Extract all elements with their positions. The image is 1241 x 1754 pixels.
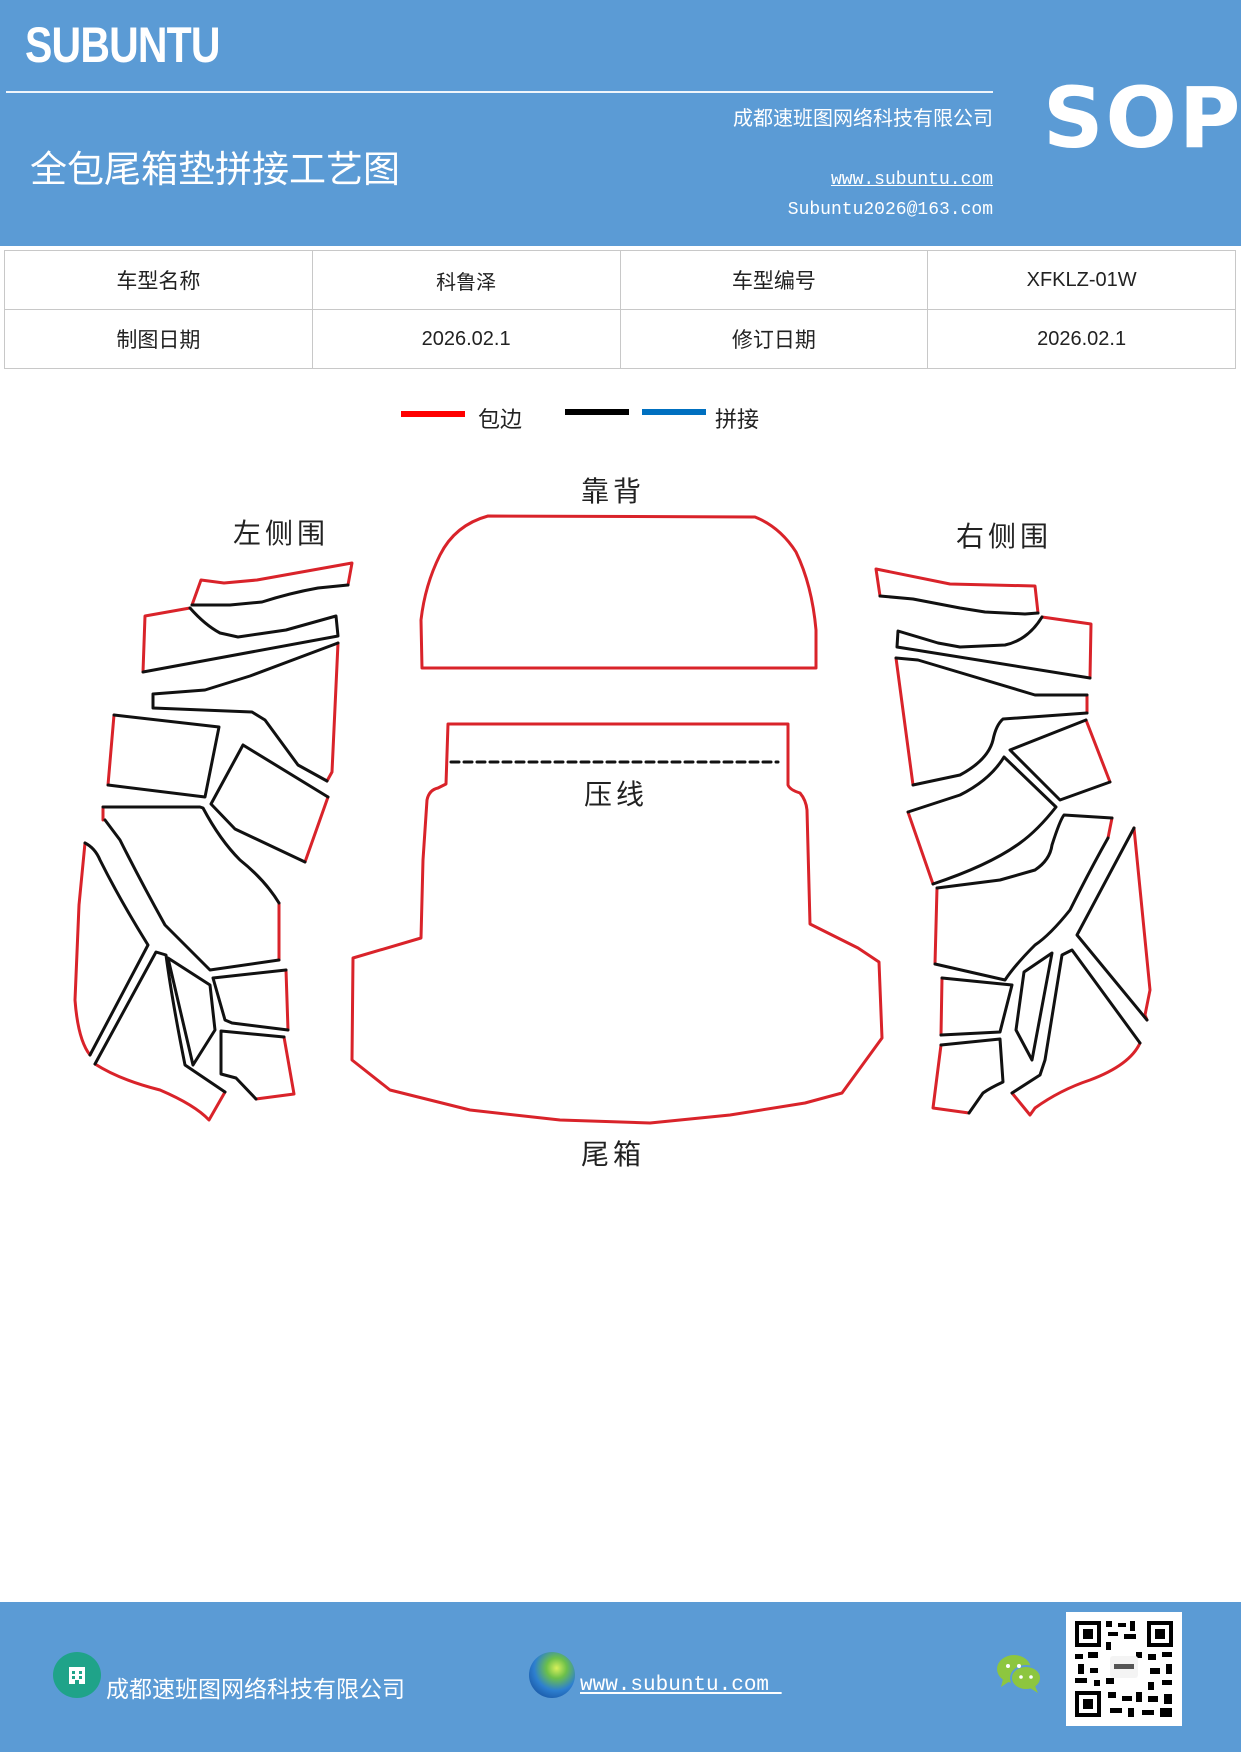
line-legend: 包边 拼接 bbox=[0, 400, 1241, 440]
header-divider bbox=[6, 91, 993, 93]
legend-label-splice: 拼接 bbox=[715, 408, 760, 433]
brand-logo: SUBUNTU bbox=[25, 17, 221, 73]
legend-black-line bbox=[565, 409, 629, 415]
draw-date-value: 2026.02.1 bbox=[311, 309, 621, 369]
table-row: 制图日期 2026.02.1 修订日期 2026.02.1 bbox=[4, 309, 1236, 369]
pattern-diagram: 左侧围 靠背 右侧围 压线 尾箱 bbox=[0, 440, 1241, 1180]
revision-date-value: 2026.02.1 bbox=[927, 309, 1236, 369]
backrest-piece bbox=[419, 514, 818, 670]
left-side-pieces bbox=[73, 561, 354, 1122]
building-icon bbox=[53, 1652, 101, 1698]
model-code-value: XFKLZ-01W bbox=[927, 250, 1236, 310]
page-title: 全包尾箱垫拼接工艺图 bbox=[30, 148, 400, 191]
qr-code bbox=[1066, 1612, 1182, 1726]
email-address: Subuntu2026@163.com bbox=[787, 200, 993, 220]
legend-label-binding: 包边 bbox=[478, 408, 523, 433]
company-name: 成都速班图网络科技有限公司 bbox=[733, 106, 993, 130]
globe-icon bbox=[529, 1652, 575, 1698]
vehicle-info-table: 车型名称 科鲁泽 车型编号 XFKLZ-01W 制图日期 2026.02.1 修… bbox=[4, 250, 1236, 369]
label-press-line: 压线 bbox=[584, 778, 649, 811]
footer-company-name: 成都速班图网络科技有限公司 bbox=[106, 1677, 405, 1703]
draw-date-label: 制图日期 bbox=[4, 309, 313, 369]
model-code-label: 车型编号 bbox=[619, 250, 929, 310]
wechat-icon[interactable] bbox=[995, 1652, 1043, 1694]
label-trunk: 尾箱 bbox=[581, 1138, 646, 1171]
legend-red-line bbox=[401, 411, 465, 417]
right-side-pieces bbox=[874, 567, 1152, 1117]
label-backrest: 靠背 bbox=[581, 475, 646, 508]
trunk-floor-piece bbox=[350, 722, 884, 1125]
footer-website-link[interactable]: www.subuntu.com bbox=[580, 1674, 782, 1697]
page-footer: 成都速班图网络科技有限公司 www.subuntu.com bbox=[0, 1602, 1241, 1752]
legend-blue-line bbox=[642, 409, 706, 415]
table-row: 车型名称 科鲁泽 车型编号 XFKLZ-01W bbox=[4, 250, 1236, 310]
label-right-side: 右侧围 bbox=[956, 520, 1053, 553]
label-left-side: 左侧围 bbox=[233, 517, 330, 550]
model-name-label: 车型名称 bbox=[4, 250, 313, 310]
sop-badge: SOP bbox=[1043, 69, 1241, 167]
page-header: SUBUNTU 全包尾箱垫拼接工艺图 成都速班图网络科技有限公司 www.sub… bbox=[0, 0, 1241, 246]
pattern-outlines bbox=[73, 514, 1152, 1125]
website-link[interactable]: www.subuntu.com bbox=[830, 170, 993, 190]
revision-date-label: 修订日期 bbox=[619, 309, 929, 369]
model-name-value: 科鲁泽 bbox=[311, 250, 621, 310]
